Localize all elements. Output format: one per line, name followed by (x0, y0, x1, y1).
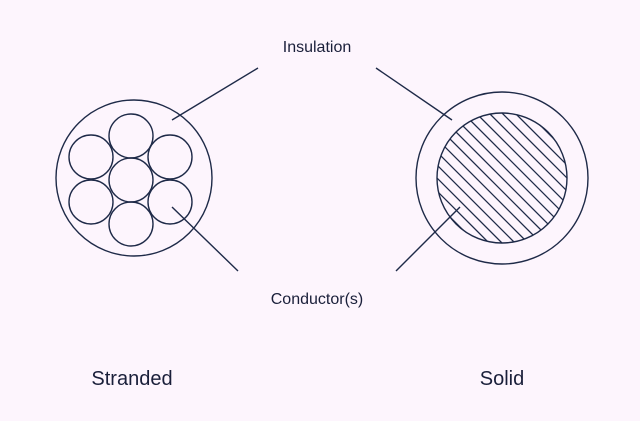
strand-lower-right (147, 179, 193, 225)
hatch-line (475, 113, 567, 243)
solid-conductor (436, 112, 568, 244)
solid-insulation (415, 91, 589, 265)
insulation-label: Insulation (283, 39, 352, 56)
hatch-line (527, 113, 567, 243)
hatch-line (437, 113, 451, 243)
leader-conductor-stranded (171, 206, 239, 272)
solid-conductor-hatch (437, 113, 567, 243)
solid-caption: Solid (480, 368, 524, 390)
conductors-label: Conductor(s) (271, 291, 363, 308)
hatch-line (540, 113, 567, 243)
strand-lower-left (68, 179, 114, 225)
strand-top (108, 113, 154, 159)
hatch-line (437, 113, 567, 243)
hatch-line (437, 113, 516, 243)
stranded-insulation (55, 99, 213, 257)
hatch-line (566, 113, 567, 243)
leader-insulation-stranded (171, 67, 259, 121)
hatch-line (437, 113, 438, 243)
strand-upper-right (147, 134, 193, 180)
strand-bottom (108, 201, 154, 247)
stranded-caption: Stranded (91, 368, 172, 390)
hatch-line (514, 113, 567, 243)
hatch-line (437, 113, 529, 243)
hatch-line (437, 113, 503, 243)
hatch-line (437, 113, 542, 243)
strand-upper-left (68, 134, 114, 180)
stranded-cable (55, 99, 213, 257)
leader-conductor-solid (395, 206, 461, 272)
hatch-line (501, 113, 567, 243)
hatch-line (488, 113, 567, 243)
hatch-line (437, 113, 490, 243)
strand-center (108, 157, 154, 203)
hatch-line (462, 113, 567, 243)
leader-insulation-solid (375, 67, 453, 121)
solid-cable (415, 91, 589, 265)
